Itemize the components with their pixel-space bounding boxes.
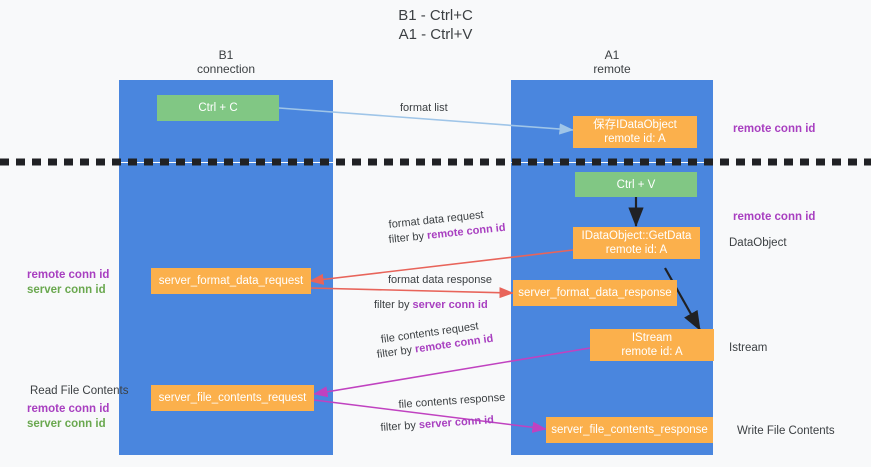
node-ctrl-c[interactable]: Ctrl + C [157, 95, 279, 121]
label-left-read-file-contents: Read File Contents [30, 385, 129, 397]
node-ctrl-v[interactable]: Ctrl + V [575, 172, 697, 197]
label-right-istream: Istream [729, 342, 768, 354]
filter-key-server-conn-id: server conn id [418, 414, 495, 432]
column-header-a1: A1 remote [593, 48, 631, 76]
filter-prefix: filter by [376, 343, 416, 361]
label-left-bottom-remote-conn-id: remote conn id [27, 403, 110, 415]
filter-prefix: filter by [388, 229, 428, 246]
diagram-title: B1 - Ctrl+C A1 - Ctrl+V [398, 7, 473, 43]
node-server-file-contents-request[interactable]: server_file_contents_request [151, 385, 314, 411]
label-left-bottom-server-conn-id: server conn id [27, 418, 106, 430]
arrow-label-format-data-response-filter: filter by server conn id [374, 298, 488, 313]
label-left-mid-server-conn-id: server conn id [27, 284, 106, 296]
filter-prefix: filter by [380, 419, 420, 434]
lane-a1-lower [511, 163, 713, 455]
arrow-label-file-contents-response-text: file contents response [398, 391, 506, 411]
node-server-file-contents-response[interactable]: server_file_contents_response [546, 417, 713, 443]
node-istream[interactable]: IStream remote id: A [590, 329, 714, 361]
label-left-mid-remote-conn-id: remote conn id [27, 269, 110, 281]
node-server-format-data-request[interactable]: server_format_data_request [151, 268, 311, 294]
arrow-format-data-response [309, 287, 514, 299]
label-right-write-file-contents: Write File Contents [737, 425, 835, 437]
lane-b1-upper [119, 80, 333, 162]
arrow-label-file-contents-response: file contents response [398, 391, 506, 413]
lane-b1-lower [119, 163, 333, 455]
arrow-label-file-contents-response-filter: filter by server conn id [380, 413, 494, 436]
node-server-format-data-response[interactable]: server_format_data_response [513, 280, 677, 306]
node-getdata[interactable]: IDataObject::GetData remote id: A [573, 227, 700, 259]
filter-key-server-conn-id: server conn id [412, 299, 488, 311]
arrow-label-format-data-response: format data response [388, 274, 492, 286]
arrow-label-format-list: format list [400, 102, 448, 114]
node-idataobject[interactable]: 保存IDataObject remote id: A [573, 116, 697, 148]
filter-prefix: filter by [374, 299, 413, 311]
column-header-b1: B1 connection [196, 48, 256, 76]
label-right-dataobject: DataObject [729, 237, 787, 249]
label-right-mid-remote-conn-id: remote conn id [733, 211, 816, 223]
label-right-top-remote-conn-id: remote conn id [733, 123, 816, 135]
